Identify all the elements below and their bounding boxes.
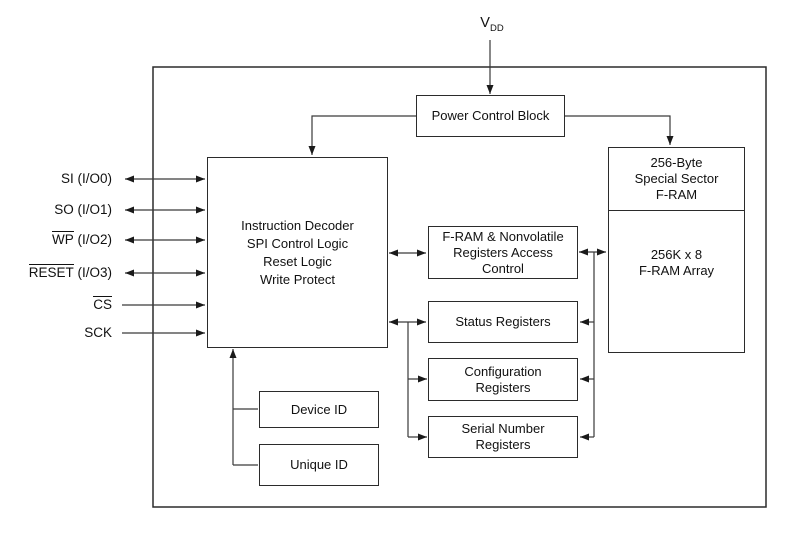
signal-sck-text: SCK [84, 325, 112, 340]
signal-label-sck: SCK [84, 323, 112, 343]
vdd-label: VDD [468, 12, 516, 40]
signal-label-reset: RESET (I/O3) [28, 263, 112, 283]
wire-power-to-special-sector [565, 115, 674, 145]
chip-boundary [152, 66, 767, 508]
signal-reset-text: (I/O3) [73, 265, 112, 280]
vdd-base: V [480, 15, 490, 31]
signal-label-wp: WP (I/O2) [51, 230, 112, 250]
signal-label-cs: CS [93, 295, 112, 315]
fram-array-block: 256K x 8 F-RAM Array [638, 247, 715, 278]
vdd-subscript: DD [489, 22, 504, 34]
signal-wp-text: (I/O2) [73, 232, 112, 247]
device-id-block: Device ID [259, 391, 379, 428]
signal-label-si: SI (I/O0) [61, 169, 112, 189]
signal-reset-barred: RESET [28, 264, 74, 280]
access-control-block: F-RAM & Nonvolatile Registers Access Con… [428, 226, 578, 279]
unique-id-block: Unique ID [259, 444, 379, 486]
wire-power-to-decoder [308, 115, 416, 155]
serial-number-registers-block: Serial Number Registers [428, 416, 578, 458]
signal-label-so: SO (I/O1) [54, 200, 112, 220]
power-control-block: Power Control Block [416, 95, 565, 137]
special-sector-block: 256-Byte Special Sector F-RAM [609, 148, 744, 211]
configuration-registers-block: Configuration Registers [428, 358, 578, 401]
signal-so-text: SO (I/O1) [54, 202, 112, 217]
instruction-decoder-block: Instruction Decoder SPI Control Logic Re… [207, 157, 388, 348]
fram-memory-block: 256-Byte Special Sector F-RAM 256K x 8 F… [608, 147, 745, 353]
signal-si-text: SI (I/O0) [60, 171, 112, 186]
status-registers-block: Status Registers [428, 301, 578, 343]
signal-wp-barred: WP [51, 231, 74, 247]
signal-cs-barred: CS [93, 296, 112, 312]
